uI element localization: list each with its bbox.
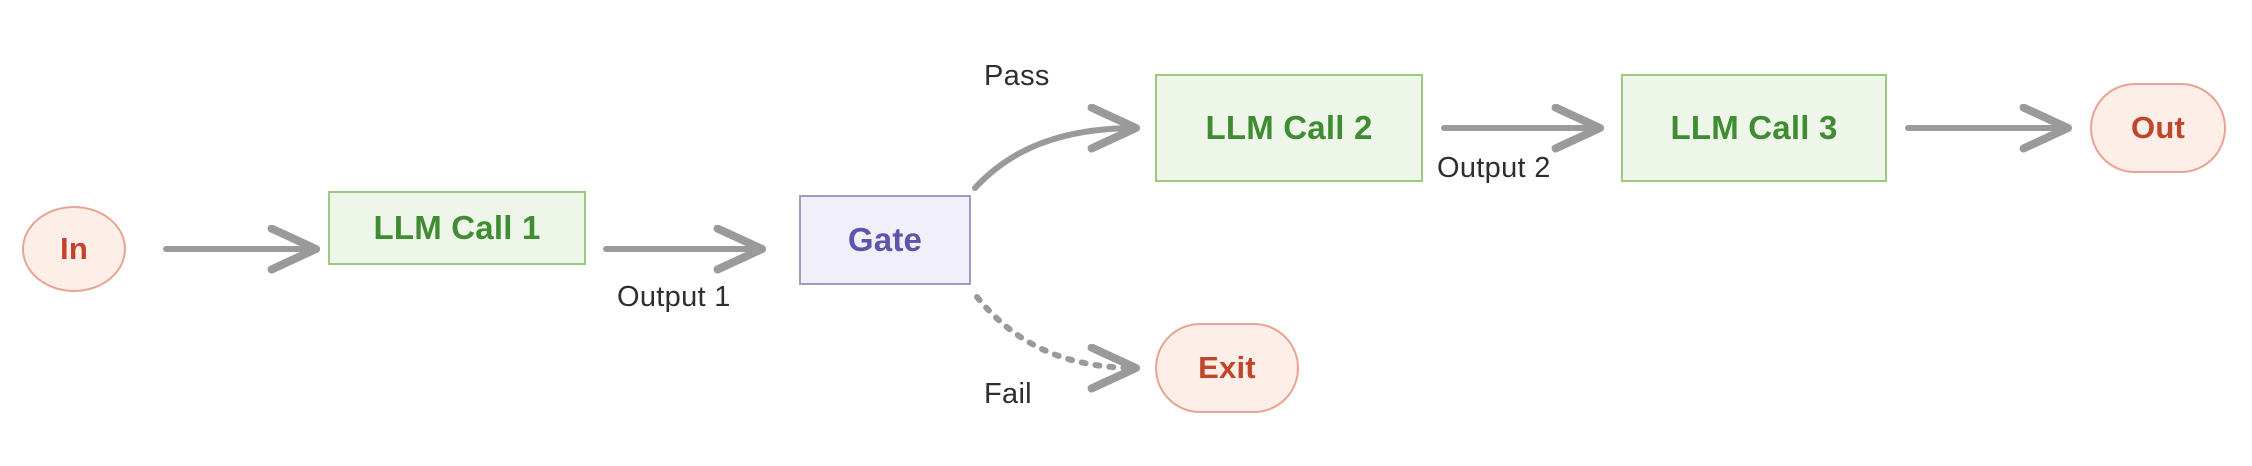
node-llm-call-1-label: LLM Call 1	[373, 209, 541, 246]
node-llm-call-1[interactable]: LLM Call 1	[328, 191, 586, 265]
node-out-label: Out	[2131, 110, 2185, 145]
node-out[interactable]: Out	[2090, 83, 2226, 173]
node-exit-label: Exit	[1198, 350, 1256, 385]
edge-label-pass: Pass	[984, 60, 1050, 92]
node-gate-label: Gate	[847, 221, 923, 258]
edge-gate-to-call2	[972, 128, 1136, 191]
node-llm-call-2-label: LLM Call 2	[1205, 109, 1373, 146]
node-llm-call-2[interactable]: LLM Call 2	[1155, 74, 1423, 182]
edge-label-output-2: Output 2	[1437, 152, 1551, 184]
node-llm-call-3[interactable]: LLM Call 3	[1621, 74, 1887, 182]
node-gate[interactable]: Gate	[799, 195, 971, 285]
node-exit[interactable]: Exit	[1155, 323, 1299, 413]
edge-label-output-1: Output 1	[617, 281, 731, 313]
edge-gate-to-exit	[974, 294, 1136, 368]
edge-label-fail: Fail	[984, 378, 1032, 410]
node-llm-call-3-label: LLM Call 3	[1670, 109, 1838, 146]
node-in[interactable]: In	[22, 206, 126, 292]
node-in-label: In	[60, 231, 88, 266]
